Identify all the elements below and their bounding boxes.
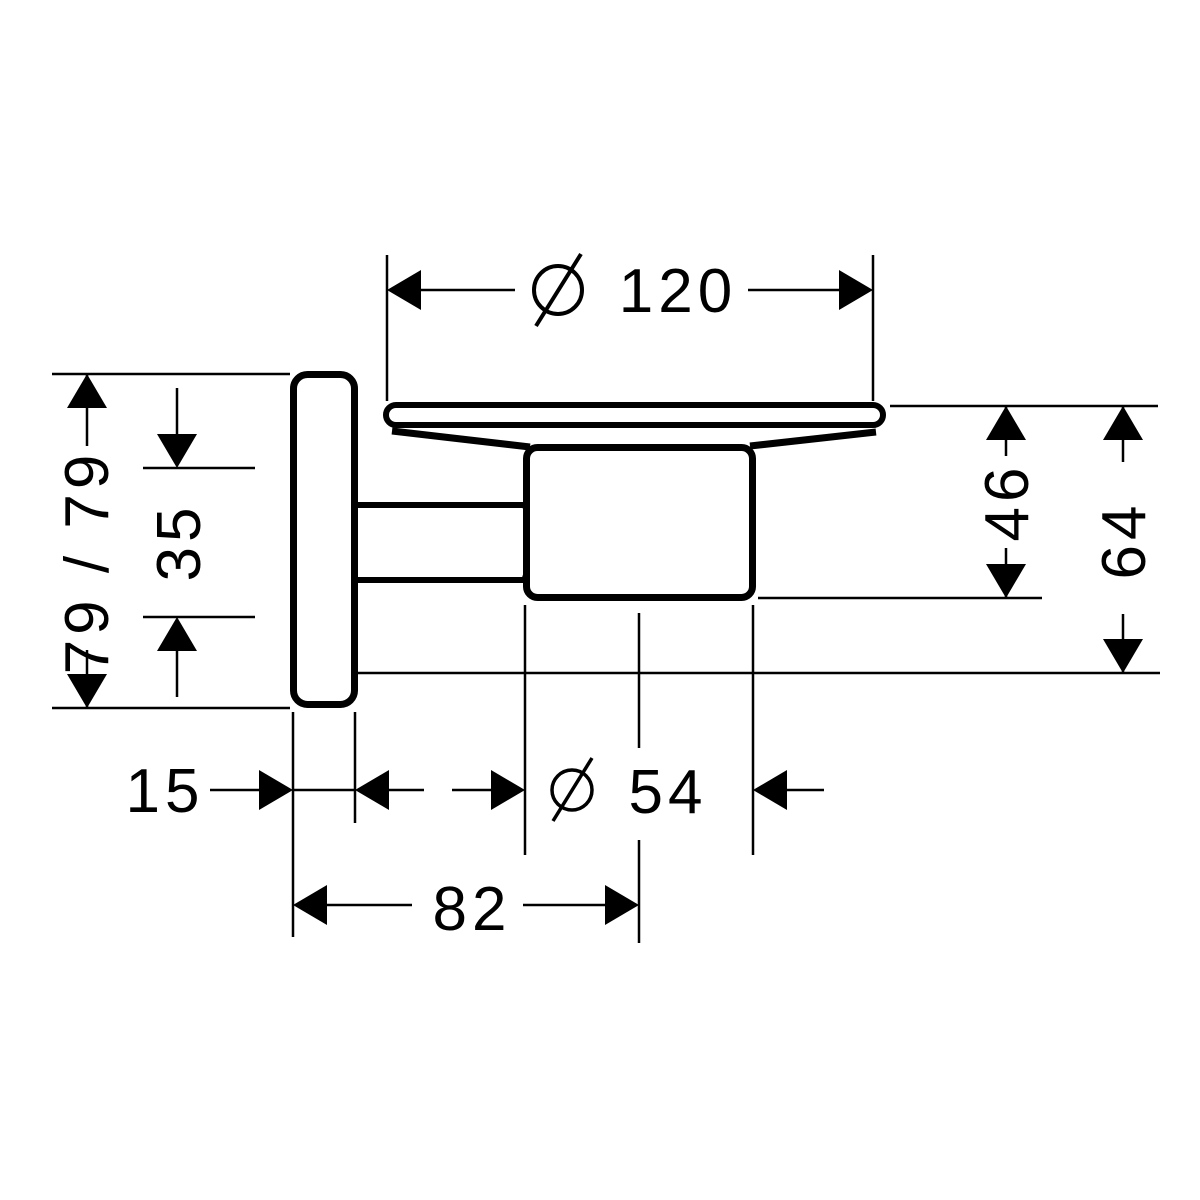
arrowhead-left-icon bbox=[753, 770, 787, 810]
dimension-dish-diameter: 120 bbox=[385, 252, 875, 401]
dimension-label-dish-diameter: 120 bbox=[619, 257, 737, 326]
arrowhead-up-icon bbox=[67, 374, 107, 408]
dish-plate-rim bbox=[383, 402, 886, 428]
dimension-label-backplate-inner: 35 bbox=[145, 503, 214, 582]
bottom-extension-lines bbox=[291, 605, 755, 943]
product-outline bbox=[290, 371, 886, 708]
dish-underside-right bbox=[749, 428, 877, 450]
dimension-cup-diameter: 54 bbox=[452, 757, 824, 827]
arrowhead-down-icon bbox=[1103, 639, 1143, 673]
arrowhead-down-icon bbox=[986, 564, 1026, 598]
arrowhead-right-icon bbox=[605, 885, 639, 925]
dimension-cup-drop: 46 bbox=[758, 404, 1158, 600]
dimension-label-cup-drop: 46 bbox=[973, 463, 1042, 542]
mounting-arm bbox=[356, 501, 535, 583]
wall-plate bbox=[290, 371, 358, 708]
diameter-icon bbox=[532, 252, 584, 328]
arrowhead-right-icon bbox=[839, 270, 873, 310]
arrowhead-right-icon bbox=[491, 770, 525, 810]
dimension-label-cup-diameter: 54 bbox=[629, 758, 708, 827]
arrowhead-down-icon bbox=[67, 674, 107, 708]
arrowhead-left-icon bbox=[355, 770, 389, 810]
dimension-label-backplate-depth: 15 bbox=[126, 757, 205, 826]
arrowhead-up-icon bbox=[986, 406, 1026, 440]
dimension-backplate-depth: 15 bbox=[126, 757, 424, 826]
dimension-label-overall-drop: 64 bbox=[1090, 501, 1159, 580]
arrowhead-right-icon bbox=[259, 770, 293, 810]
dimension-backplate-height: 79 / 79 bbox=[52, 372, 290, 710]
dimension-wall-projection: 82 bbox=[293, 875, 639, 944]
dimension-backplate-inner: 35 bbox=[143, 388, 255, 697]
dish-underside-left bbox=[391, 427, 531, 451]
dimension-label-backplate-height: 79 / 79 bbox=[53, 450, 122, 675]
arrowhead-left-icon bbox=[387, 270, 421, 310]
dimension-label-wall-projection: 82 bbox=[433, 875, 512, 944]
arrowhead-down-icon bbox=[157, 434, 197, 468]
arrowhead-up-icon bbox=[1103, 406, 1143, 440]
diameter-icon bbox=[550, 757, 594, 822]
holder-cup bbox=[523, 444, 756, 601]
arrowhead-up-icon bbox=[157, 617, 197, 651]
arrowhead-left-icon bbox=[293, 885, 327, 925]
dimension-overall-drop: 64 bbox=[358, 406, 1160, 675]
